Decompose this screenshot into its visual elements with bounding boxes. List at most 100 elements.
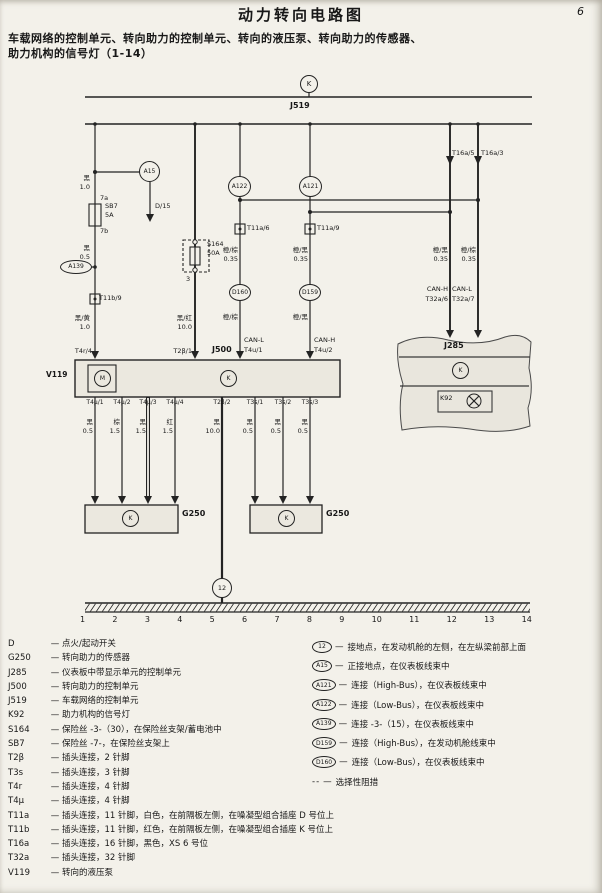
junction-symbol-a139: A139 [60,260,92,274]
legend-description: 转向的液压泵 [62,867,114,878]
legend-term: V119 [8,867,31,878]
legend-row: V119 — 转向的液压泵 [8,866,596,880]
wire-color-label: 橙/棕 [222,246,238,254]
terminal-label: T3s/3 [301,399,319,406]
legend-row: J285 — 仪表板中带显示单元的控制单元 [8,666,596,680]
legend-dash: — [338,680,348,691]
track-number: 1 [80,615,86,624]
legend-description: 车载网络的控制单元 [62,696,139,707]
legend-row: G250 — 转向助力的传感器 [8,651,596,665]
terminal-label: T3s/2 [274,399,292,406]
legend-description: 插头连接，4 针脚 [62,796,130,807]
legend-dash: — [50,853,60,864]
legend-row: T16a — 插头连接，16 针脚，黑色，XS 6 号位 [8,837,596,851]
k-symbol-j285: K [452,362,469,379]
component-label-k92: K92 [440,394,453,402]
component-label-v119: V119 [46,370,68,379]
legend-dash: — [50,639,60,649]
legend-dash: — [50,653,60,664]
legend-dash: — [50,739,60,750]
wire-color-label: 橙/棕 [222,313,238,321]
legend-description: 插头连接，3 针脚 [62,767,130,778]
track-number: 12 [446,615,457,624]
legend-description: 插头连接，4 针脚 [62,781,130,792]
legend-dash: — [338,699,348,710]
wire-gauge-label: 10.0 [177,323,192,331]
fuse-label-s164: S164 [207,240,224,248]
terminal-label-t2b1: T2β/1 [173,347,192,355]
legend-row: S164 — 保险丝 -3-（30），在保险丝支架/蓄电池中 [8,723,596,737]
legend-dash: — [50,710,60,721]
fuse-rating-label: 5A [105,211,114,219]
legend-symbol: A121 [312,679,336,692]
legend-dash: — [335,660,344,671]
legend-term: K92 [8,710,25,721]
legend-dash: — [339,738,348,749]
wire-gauge-label: 0.35 [293,255,308,263]
wire-gauge-label: 0.5 [297,427,308,435]
track-number: 3 [144,615,150,624]
legend-symbol: A139 [312,717,336,730]
legend-description: 选择性阻措 [335,777,379,788]
legend-row: T2β — 插头连接，2 针脚 [8,751,596,765]
pin-number-label: 3 [186,275,191,283]
legend-description: 保险丝 -7-，在保险丝支架上 [62,739,170,750]
legend-dash: — [50,767,60,778]
component-label-g250-right: G250 [326,509,350,518]
wire-color-label: 黑 [83,174,91,182]
wire-label-group: 黑 0.5 [286,418,308,436]
wire-color-label: 黑/黄 [74,314,90,322]
legend-dash: — [50,824,60,835]
terminal-label: T4μ/4 [166,399,184,406]
terminal-label: T4μ/1 [86,399,104,406]
k-symbol-j500: K [220,370,237,387]
fuse-pin-label: 7a [100,194,109,202]
legend-row: T32a — 插头连接，32 针脚 [8,851,596,865]
legend-description: 转向助力的传感器 [62,653,131,664]
wire-color-label: 黑 [301,418,309,426]
terminal-label: T3s/1 [246,399,264,406]
legend-term: T2β [8,753,25,764]
wire-gauge-label: 0.5 [270,427,281,435]
legend-row: A15 — 正接地点，在仪表板线束中 [312,656,600,675]
component-label-j285: J285 [444,341,464,350]
legend-dash: — [50,681,60,692]
connector-label-t16a5: T16a/5 [452,149,475,157]
feed-label-d15: D/15 [155,202,171,210]
track-number: 2 [112,615,118,624]
splice-symbol-d159: D159 [299,284,321,301]
legend-dash: — [50,796,60,807]
legend-row: D159 — 连接（High-Bus），在发动机舱线束中 [312,733,600,752]
wire-color-label: 黑 [139,418,147,426]
junction-symbol-a122: A122 [228,176,251,197]
splice-symbol-d160: D160 [229,284,251,301]
legend-symbol: A15 [312,659,332,672]
legend-row: A122 — 连接（Low-Bus），在仪表板线束中 [312,695,600,714]
wire-color-label: 黑 [246,418,254,426]
legend-row: J519 — 车载网络的控制单元 [8,694,596,708]
component-label-g250-left: G250 [182,509,206,518]
legend-row: D160 — 连接（Low-Bus），在仪表板线束中 [312,753,600,772]
wire-label-group: 黑 0.5 [231,418,253,436]
legend-term: S164 [8,724,30,735]
terminal-label: T4μ/3 [139,399,157,406]
legend-dash: — [50,867,60,878]
wire-gauge-label: 10.0 [205,427,220,435]
legend-dash: — [323,776,332,787]
connector-label-t11a9: T11a/9 [317,224,340,232]
legend-term: T3s [8,767,24,778]
legend-dash: — [50,753,60,764]
legend-symbol: 12 [312,640,332,653]
wire-gauge-label: 0.35 [433,255,448,263]
ground-point-symbol: 12 [212,578,232,598]
legend-symbol: A122 [312,698,336,711]
bus-label-can-l: CAN-L [244,336,264,344]
bus-label-can-l: CAN-L [452,285,472,293]
component-label-j500: J500 [212,345,232,354]
legend-row: A139 — 连接 -3-（15），在仪表板线束中 [312,714,600,733]
terminal-label-t4r4: T4r/4 [74,347,92,355]
terminal-label-t4u2: T4u/2 [314,346,333,354]
